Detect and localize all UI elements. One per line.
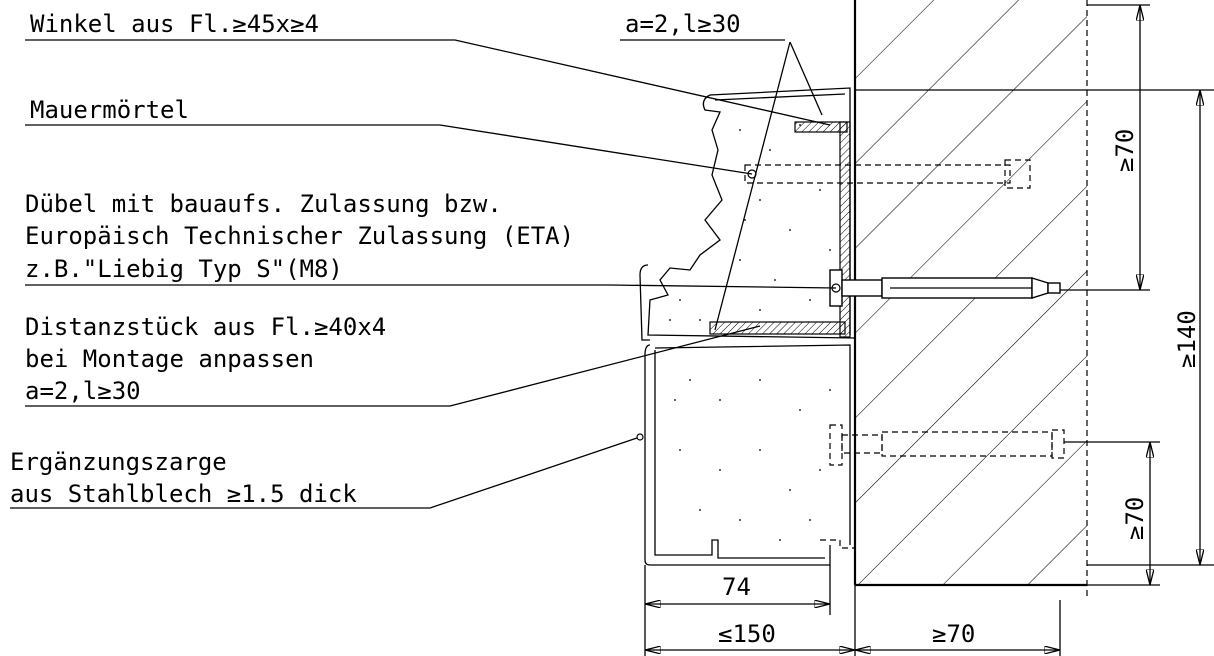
dimension-lines [644,4,1214,656]
label-winkel: Winkel aus Fl.≥45x≥4 [30,10,319,38]
label-duebel-line-1: Dübel mit bauaufs. Zulassung bzw. [25,190,502,218]
label-duebel-line-2: Europäisch Technischer Zulassung (ETA) [25,222,574,250]
dim-70-lower: ≥70 [1121,497,1149,540]
label-zarge-line-2: aus Stahlblech ≥1.5 dick [10,480,357,508]
dim-70-bottom: ≥70 [932,620,975,648]
label-spacing-top: a=2,l≥30 [625,10,741,38]
label-distanz-line-3: a=2,l≥30 [25,377,141,405]
dim-74: 74 [722,573,751,601]
label-zarge-line-1: Ergänzungszarge [10,448,227,476]
label-distanz-line-2: bei Montage anpassen [25,345,314,373]
dim-150: ≤150 [718,620,776,648]
label-distanz-line-1: Distanzstück aus Fl.≥40x4 [25,313,386,341]
leader-lines [10,39,837,509]
angle-bracket [794,121,851,338]
dim-70-upper: ≥70 [1111,129,1139,172]
spacer-plate [709,321,846,335]
dowel-lower [829,424,1065,466]
supplementary-frame [644,344,855,566]
dim-140: ≥140 [1173,310,1201,368]
label-mauermoertel: Mauermörtel [30,96,189,124]
mortar-fill [669,95,850,541]
label-duebel-line-3: z.B."Liebig Typ S"(M8) [25,255,343,283]
